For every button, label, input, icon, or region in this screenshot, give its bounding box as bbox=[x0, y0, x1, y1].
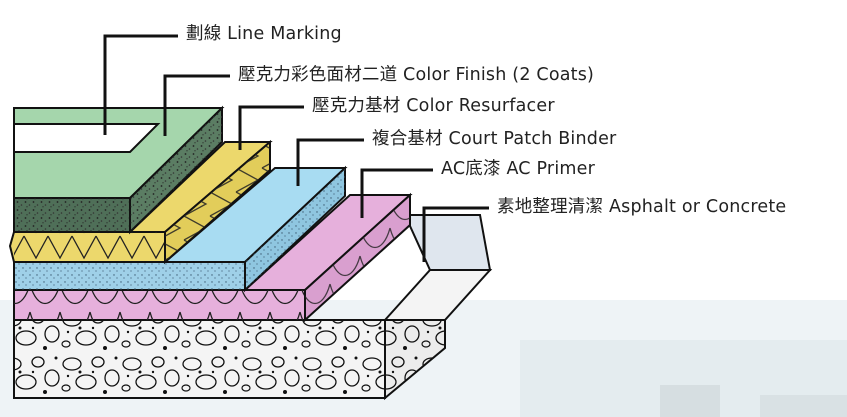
color-resurfacer-layer bbox=[8, 139, 273, 265]
leader-court-patch-binder bbox=[296, 138, 364, 186]
line-marking-layer bbox=[13, 123, 161, 153]
label-color-resurfacer: 壓克力基材 Color Resurfacer bbox=[312, 96, 555, 116]
leader-ac-primer bbox=[360, 168, 433, 218]
leader-line-marking bbox=[103, 34, 178, 135]
leader-asphalt-concrete bbox=[422, 206, 489, 262]
court-patch-binder-layer bbox=[13, 165, 348, 293]
label-asphalt-concrete: 素地整理清潔 Asphalt or Concrete bbox=[497, 197, 787, 217]
label-court-patch-binder: 複合基材 Court Patch Binder bbox=[372, 129, 617, 149]
label-color-finish: 壓克力彩色面材二道 Color Finish (2 Coats) bbox=[238, 65, 595, 85]
leader-lines bbox=[103, 34, 489, 262]
label-ac-primer: AC底漆 AC Primer bbox=[441, 159, 596, 179]
ac-primer-layer bbox=[13, 192, 413, 323]
leader-color-resurfacer bbox=[238, 105, 304, 150]
label-line-marking: 劃線 Line Marking bbox=[186, 24, 342, 44]
leader-color-finish bbox=[163, 74, 230, 136]
asphalt-concrete-layer bbox=[13, 214, 493, 401]
